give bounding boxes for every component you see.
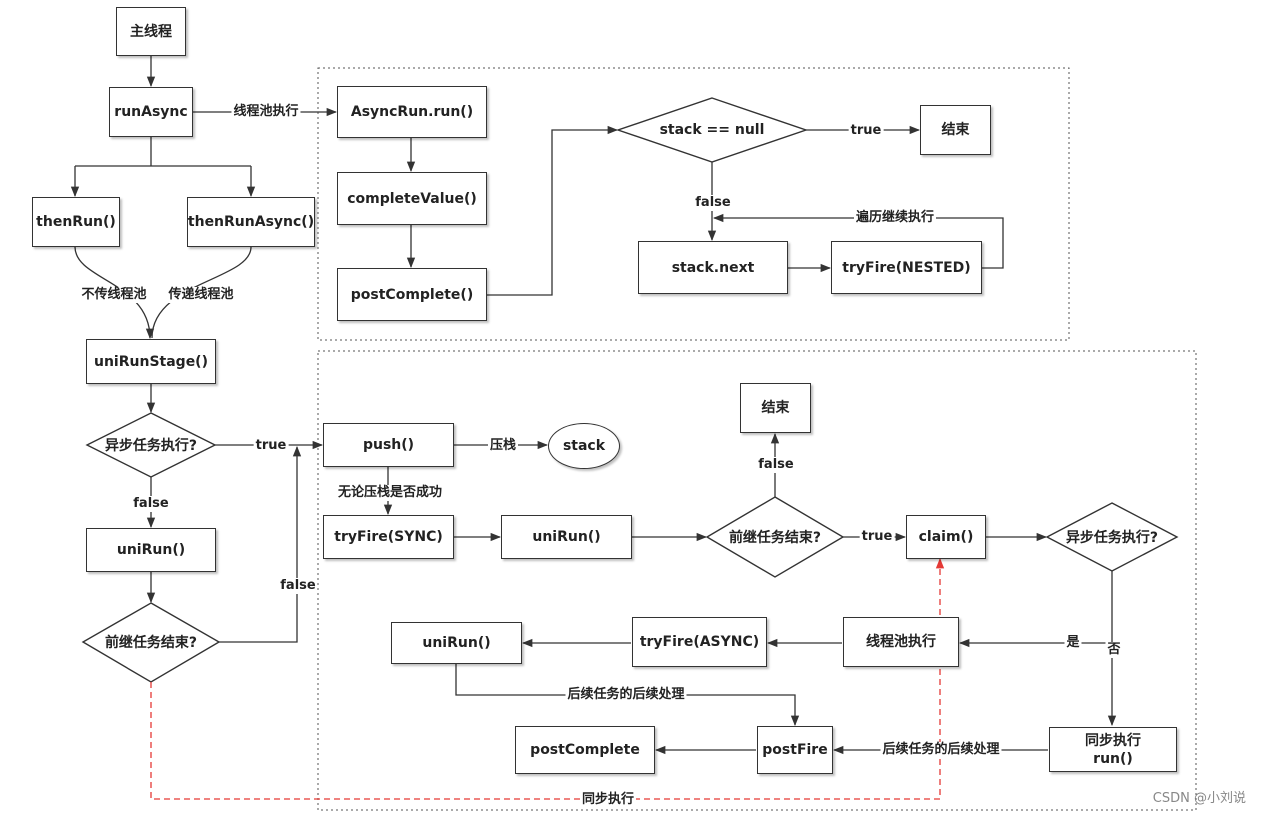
prev-task-done-mid-diamond	[705, 496, 845, 578]
label-false-prev-left: false	[278, 578, 318, 594]
diamond-prev-task-done-left-label: 前继任务结束?	[104, 635, 198, 651]
node-try-fire-sync: tryFire(SYNC)	[323, 515, 454, 559]
node-async-run-run: AsyncRun.run()	[337, 86, 487, 138]
group-async-run	[317, 67, 1070, 341]
label-traverse-continue: 遍历继续执行	[853, 210, 937, 226]
node-post-complete-bottom: postComplete	[515, 726, 655, 774]
label-yes: 是	[1064, 635, 1082, 651]
label-false-async-left: false	[131, 496, 171, 512]
node-then-run: thenRun()	[32, 197, 120, 247]
label-false-stack-null: false	[693, 195, 733, 211]
group-stage-execution	[317, 350, 1197, 811]
edge-postcomplete-to-stacknull	[487, 125, 619, 296]
label-no: 否	[1105, 642, 1123, 658]
node-uni-run-mid: uniRun()	[501, 515, 632, 559]
node-stack: stack	[548, 423, 620, 469]
edge-sync-exec-dashed	[150, 557, 945, 800]
node-claim: claim()	[906, 515, 986, 559]
node-uni-run-left: uniRun()	[86, 528, 216, 572]
label-false-prev-mid: false	[756, 457, 796, 473]
edge-prev-false-up	[219, 445, 302, 643]
node-main-thread: 主线程	[116, 7, 186, 56]
label-true-prev-mid: true	[859, 529, 895, 545]
edge-runasync-branch	[75, 137, 251, 167]
node-thread-pool-exec: 线程池执行	[843, 617, 959, 667]
label-followup-top: 后续任务的后续处理	[565, 687, 687, 703]
label-pass-pool: 传递线程池	[166, 287, 236, 303]
node-stack-next: stack.next	[638, 241, 788, 294]
label-regardless-push: 无论压栈是否成功	[335, 485, 445, 501]
node-push: push()	[323, 423, 454, 467]
label-thread-pool-exec: 线程池执行	[231, 104, 301, 120]
node-run-async: runAsync	[109, 87, 193, 137]
node-uni-run-bottom: uniRun()	[391, 622, 522, 664]
edge-thenrunasync-to-stage	[151, 246, 252, 339]
edge-asyncright-yes	[958, 571, 1113, 648]
label-true-async-left: true	[253, 438, 289, 454]
node-post-fire: postFire	[757, 726, 833, 774]
label-sync-exec: 同步执行	[579, 792, 637, 808]
node-end-mid: 结束	[740, 383, 811, 433]
node-sync-exec-run: 同步执行 run()	[1049, 727, 1177, 772]
node-post-complete-top: postComplete()	[337, 268, 487, 321]
label-push-stack: 压栈	[487, 438, 519, 454]
diamond-async-task-exec-right-label: 异步任务执行?	[1065, 530, 1159, 546]
node-try-fire-nested: tryFire(NESTED)	[831, 241, 982, 294]
node-try-fire-async: tryFire(ASYNC)	[632, 617, 767, 667]
label-no-pool: 不传线程池	[79, 287, 149, 303]
node-then-run-async: thenRunAsync()	[187, 197, 315, 247]
node-end-top: 结束	[920, 105, 991, 155]
diamond-stack-null-label: stack == null	[659, 122, 765, 138]
label-followup-bottom: 后续任务的后续处理	[880, 742, 1002, 758]
node-uni-run-stage: uniRunStage()	[86, 339, 216, 384]
diamond-async-task-exec-left-label: 异步任务执行?	[104, 438, 198, 454]
node-complete-value: completeValue()	[337, 172, 487, 225]
label-true-stack-null: true	[848, 123, 884, 139]
edge-thenrun-to-stage	[74, 246, 155, 340]
diamond-prev-task-done-mid-label: 前继任务结束?	[728, 530, 822, 546]
watermark: CSDN @小刘说	[1152, 791, 1246, 806]
